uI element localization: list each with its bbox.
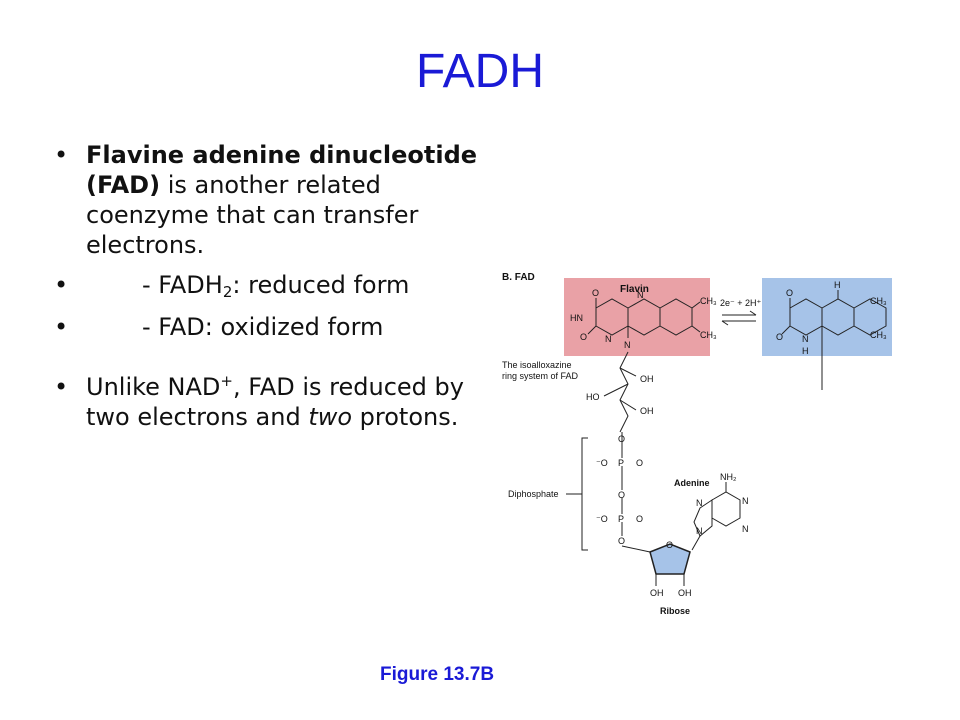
atom-h: H bbox=[834, 280, 841, 290]
bullet-dot-icon: • bbox=[54, 141, 69, 169]
bullet-unlike-nad: • Unlike NAD+, FAD is reduced by two ele… bbox=[48, 372, 498, 432]
subscript: 2 bbox=[222, 283, 233, 301]
ribitol-chain-bonds bbox=[603, 351, 637, 433]
flavin-highlight-box bbox=[564, 278, 710, 356]
diphosphate-bonds bbox=[566, 432, 623, 551]
atom-ch3: CH₃ bbox=[700, 330, 717, 340]
atom-h: H bbox=[802, 346, 809, 356]
atom-p: P bbox=[618, 458, 624, 468]
atom-o: O bbox=[786, 288, 793, 298]
atom-n: N bbox=[742, 496, 749, 506]
bullet-fad-oxidized: • - FAD: oxidized form bbox=[48, 312, 498, 342]
atom-n: N bbox=[696, 526, 703, 536]
isoalloxazine-label: ring system of FAD bbox=[502, 371, 579, 381]
atom-n: N bbox=[696, 498, 703, 508]
atom-o: O bbox=[618, 490, 625, 500]
diphosphate-label: Diphosphate bbox=[508, 489, 559, 499]
bullet-text: protons. bbox=[352, 402, 459, 431]
bullet-text: - FAD: oxidized form bbox=[142, 312, 384, 341]
atom-o: O bbox=[618, 536, 625, 546]
figure-caption: Figure 13.7B bbox=[380, 664, 495, 685]
atom-o: O bbox=[666, 540, 673, 550]
atom-oh: OH bbox=[650, 588, 664, 598]
panel-label: B. FAD bbox=[502, 272, 535, 283]
atom-o: O bbox=[636, 514, 643, 524]
atom-ho: HO bbox=[586, 392, 600, 402]
bullet-text: , FAD is reduced by two electrons and bbox=[86, 372, 464, 431]
atom-ch3: CH₃ bbox=[700, 296, 717, 306]
ribose-link-bond bbox=[621, 545, 651, 553]
atom-n: N bbox=[742, 524, 749, 534]
atom-hn: HN bbox=[570, 313, 583, 323]
atom-o: O bbox=[618, 434, 625, 444]
atom-o: O bbox=[776, 332, 783, 342]
atom-p: P bbox=[618, 514, 624, 524]
slide-title: FADH bbox=[415, 45, 544, 98]
atom-o: O bbox=[592, 288, 599, 298]
bullet-dot-icon: • bbox=[54, 271, 69, 299]
ribose-ring bbox=[649, 543, 691, 575]
atom-oh: OH bbox=[640, 374, 654, 384]
bullet-text: Unlike NAD bbox=[86, 372, 221, 401]
fad-structure-diagram: B. FAD Flavin O HN O N N N CH₃ CH₃ 2e⁻ +… bbox=[502, 272, 892, 616]
adenine-ring-bonds bbox=[691, 482, 741, 551]
atom-n: N bbox=[624, 340, 631, 350]
bullet-fadh2-reduced: • - FADH2: reduced form bbox=[48, 270, 498, 302]
atom-minus-o: ⁻O bbox=[596, 458, 608, 468]
atom-n: N bbox=[802, 334, 809, 344]
flavin-label: Flavin bbox=[620, 284, 649, 295]
bullet-dot-icon: • bbox=[54, 312, 69, 341]
bullet-list: • Flavine adenine dinucleotide (FAD) is … bbox=[48, 140, 498, 442]
isoalloxazine-label: The isoalloxazine bbox=[502, 360, 572, 370]
reduced-ring-bonds bbox=[781, 290, 887, 390]
ribose-label: Ribose bbox=[660, 606, 690, 616]
atom-oh: OH bbox=[678, 588, 692, 598]
adenine-label: Adenine bbox=[674, 478, 710, 488]
atom-nh2: NH₂ bbox=[720, 472, 737, 482]
atom-n: N bbox=[605, 334, 612, 344]
bullet-emphasis: two bbox=[308, 402, 353, 431]
bullet-text: - FADH bbox=[142, 271, 223, 299]
bullet-dot-icon: • bbox=[54, 372, 69, 401]
superscript: + bbox=[220, 371, 233, 390]
atom-minus-o: ⁻O bbox=[596, 514, 608, 524]
bullet-text: : reduced form bbox=[232, 271, 410, 299]
reduced-flavin-box bbox=[762, 278, 892, 356]
atom-o: O bbox=[580, 332, 587, 342]
atom-ch3: CH₃ bbox=[870, 330, 887, 340]
reaction-label: 2e⁻ + 2H⁺ bbox=[720, 298, 762, 308]
bullet-fad-definition: • Flavine adenine dinucleotide (FAD) is … bbox=[48, 140, 498, 260]
equilibrium-arrow-icon bbox=[721, 310, 757, 326]
atom-ch3: CH₃ bbox=[870, 296, 887, 306]
atom-o: O bbox=[636, 458, 643, 468]
atom-oh: OH bbox=[640, 406, 654, 416]
bullet-text: is another related coenzyme that can tra… bbox=[86, 171, 419, 259]
flavin-ring-bonds bbox=[587, 298, 701, 338]
bullet-bold-term: Flavine adenine dinucleotide (FAD) bbox=[86, 141, 478, 199]
atom-n: N bbox=[637, 290, 644, 300]
